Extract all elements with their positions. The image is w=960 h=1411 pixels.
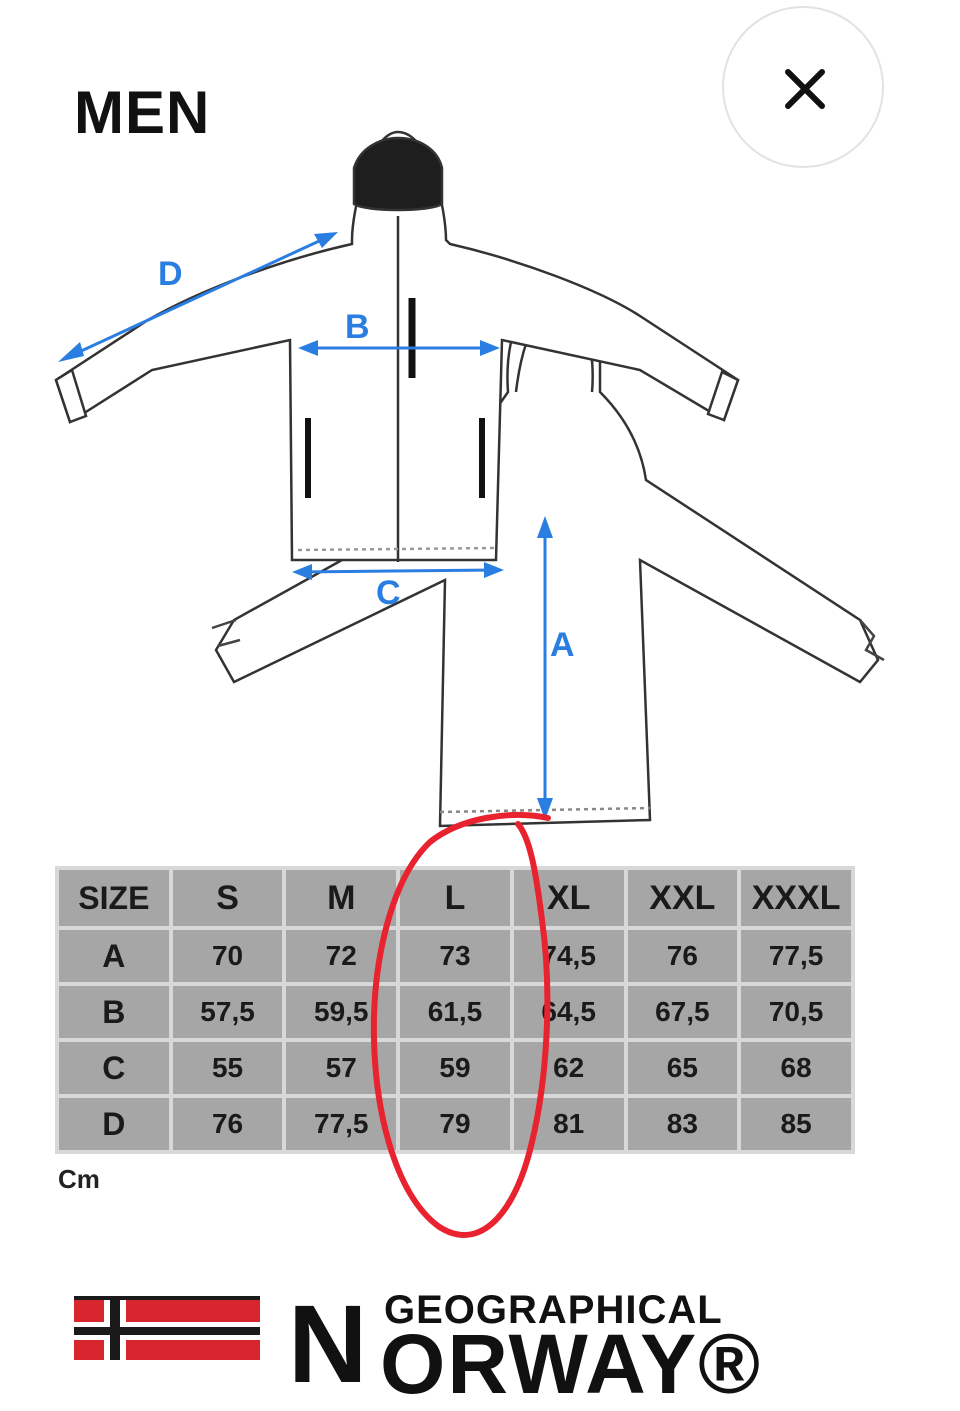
jacket-front-drawing — [54, 130, 740, 562]
table-cell: 55 — [168, 1038, 287, 1098]
table-cell: 57,5 — [168, 982, 287, 1042]
column-header: L — [396, 866, 514, 930]
table-cell: 62 — [509, 1038, 628, 1098]
page-title: MEN — [74, 79, 211, 146]
table-cell: 73 — [396, 926, 514, 986]
table-cell: 85 — [737, 1094, 855, 1154]
row-label: B — [55, 982, 173, 1042]
table-row: C 55 57 59 62 65 68 — [55, 1038, 855, 1098]
table-cell: 74,5 — [509, 926, 628, 986]
table-header-row: SIZE S M L XL XXL XXXL — [55, 866, 855, 930]
table-cell: 70,5 — [737, 982, 855, 1042]
row-label: D — [55, 1094, 173, 1154]
column-header: SIZE — [55, 866, 173, 930]
table-cell: 76 — [168, 1094, 287, 1154]
column-header: S — [168, 866, 287, 930]
label-b: B — [345, 308, 370, 346]
table-cell: 61,5 — [396, 982, 514, 1042]
column-header: XXL — [623, 866, 742, 930]
label-c: C — [376, 574, 401, 612]
table-cell: 76 — [623, 926, 742, 986]
table-row: B 57,5 59,5 61,5 64,5 67,5 70,5 — [55, 982, 855, 1042]
close-button[interactable] — [722, 6, 884, 168]
column-header: XXXL — [737, 866, 855, 930]
brand-line2-text: ORWAY — [380, 1317, 699, 1411]
table-cell: 57 — [282, 1038, 401, 1098]
table-cell: 79 — [396, 1094, 514, 1154]
table-cell: 70 — [168, 926, 287, 986]
size-table: SIZE S M L XL XXL XXXL A 70 72 73 74,5 7… — [55, 866, 855, 1154]
brand-initial: N — [288, 1283, 368, 1406]
table-cell: 67,5 — [623, 982, 742, 1042]
column-header: XL — [509, 866, 628, 930]
jacket-diagram: D B C A — [54, 130, 885, 828]
label-d: D — [158, 255, 183, 293]
table-cell: 77,5 — [282, 1094, 401, 1154]
close-icon — [785, 69, 825, 109]
table-row: D 76 77,5 79 81 83 85 — [55, 1094, 855, 1154]
brand-line1: GEOGRAPHICAL — [384, 1288, 723, 1332]
brand-line2: ORWAY® — [380, 1322, 762, 1406]
row-label: A — [55, 926, 173, 986]
table-row: A 70 72 73 74,5 76 77,5 — [55, 926, 855, 986]
table-cell: 59 — [396, 1038, 514, 1098]
unit-label: Cm — [58, 1164, 100, 1194]
table-cell: 59,5 — [282, 982, 401, 1042]
table-cell: 83 — [623, 1094, 742, 1154]
row-label: C — [55, 1038, 173, 1098]
norway-flag-logo — [74, 1296, 260, 1360]
table-cell: 68 — [737, 1038, 855, 1098]
table-cell: 81 — [509, 1094, 628, 1154]
label-a: A — [550, 626, 575, 664]
measurement-arrows — [58, 232, 553, 820]
table-cell: 77,5 — [737, 926, 855, 986]
table-cell: 65 — [623, 1038, 742, 1098]
registered-mark: ® — [698, 1317, 763, 1411]
column-header: M — [282, 866, 401, 930]
table-cell: 72 — [282, 926, 401, 986]
table-cell: 64,5 — [509, 982, 628, 1042]
